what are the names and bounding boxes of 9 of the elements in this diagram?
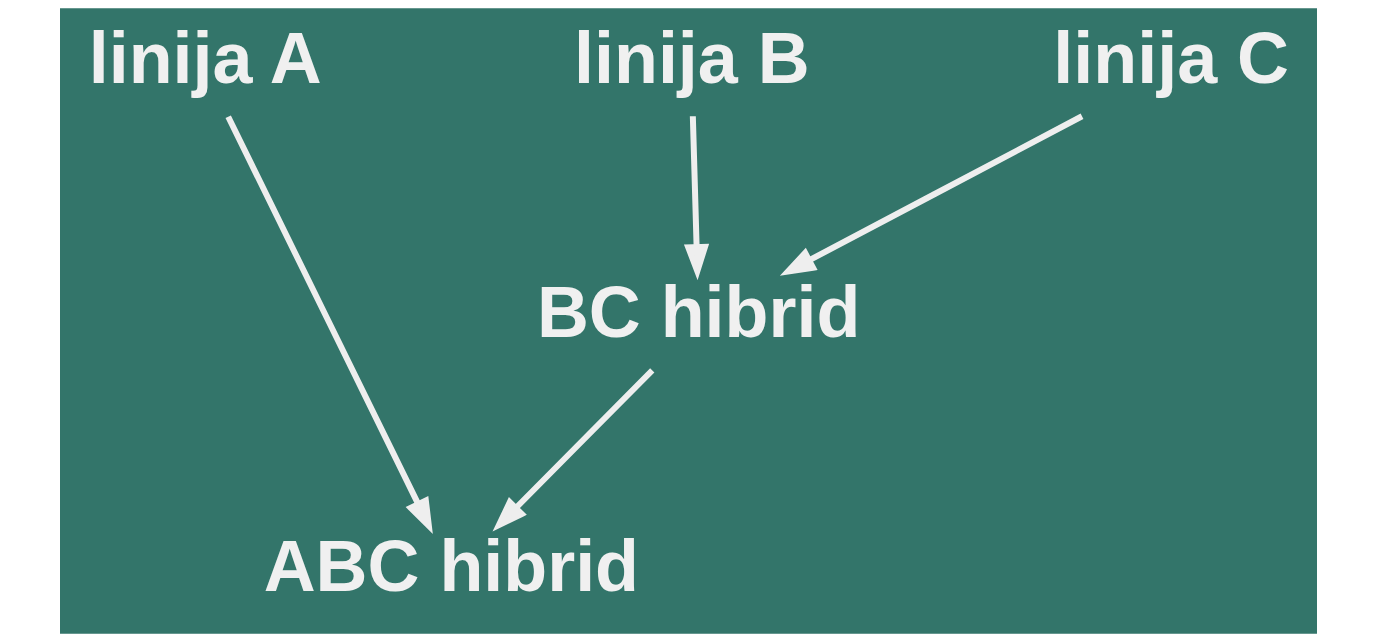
arrow [779,113,1084,276]
arrow [683,116,710,281]
arrow [225,115,433,534]
node-text: linija A [88,17,322,98]
node-text: ABC hibrid [263,525,640,606]
node-text: BC hibrid [536,271,861,352]
node-text: linija B [574,17,810,98]
node-text: linija C [1053,17,1290,98]
arrow [492,368,655,532]
